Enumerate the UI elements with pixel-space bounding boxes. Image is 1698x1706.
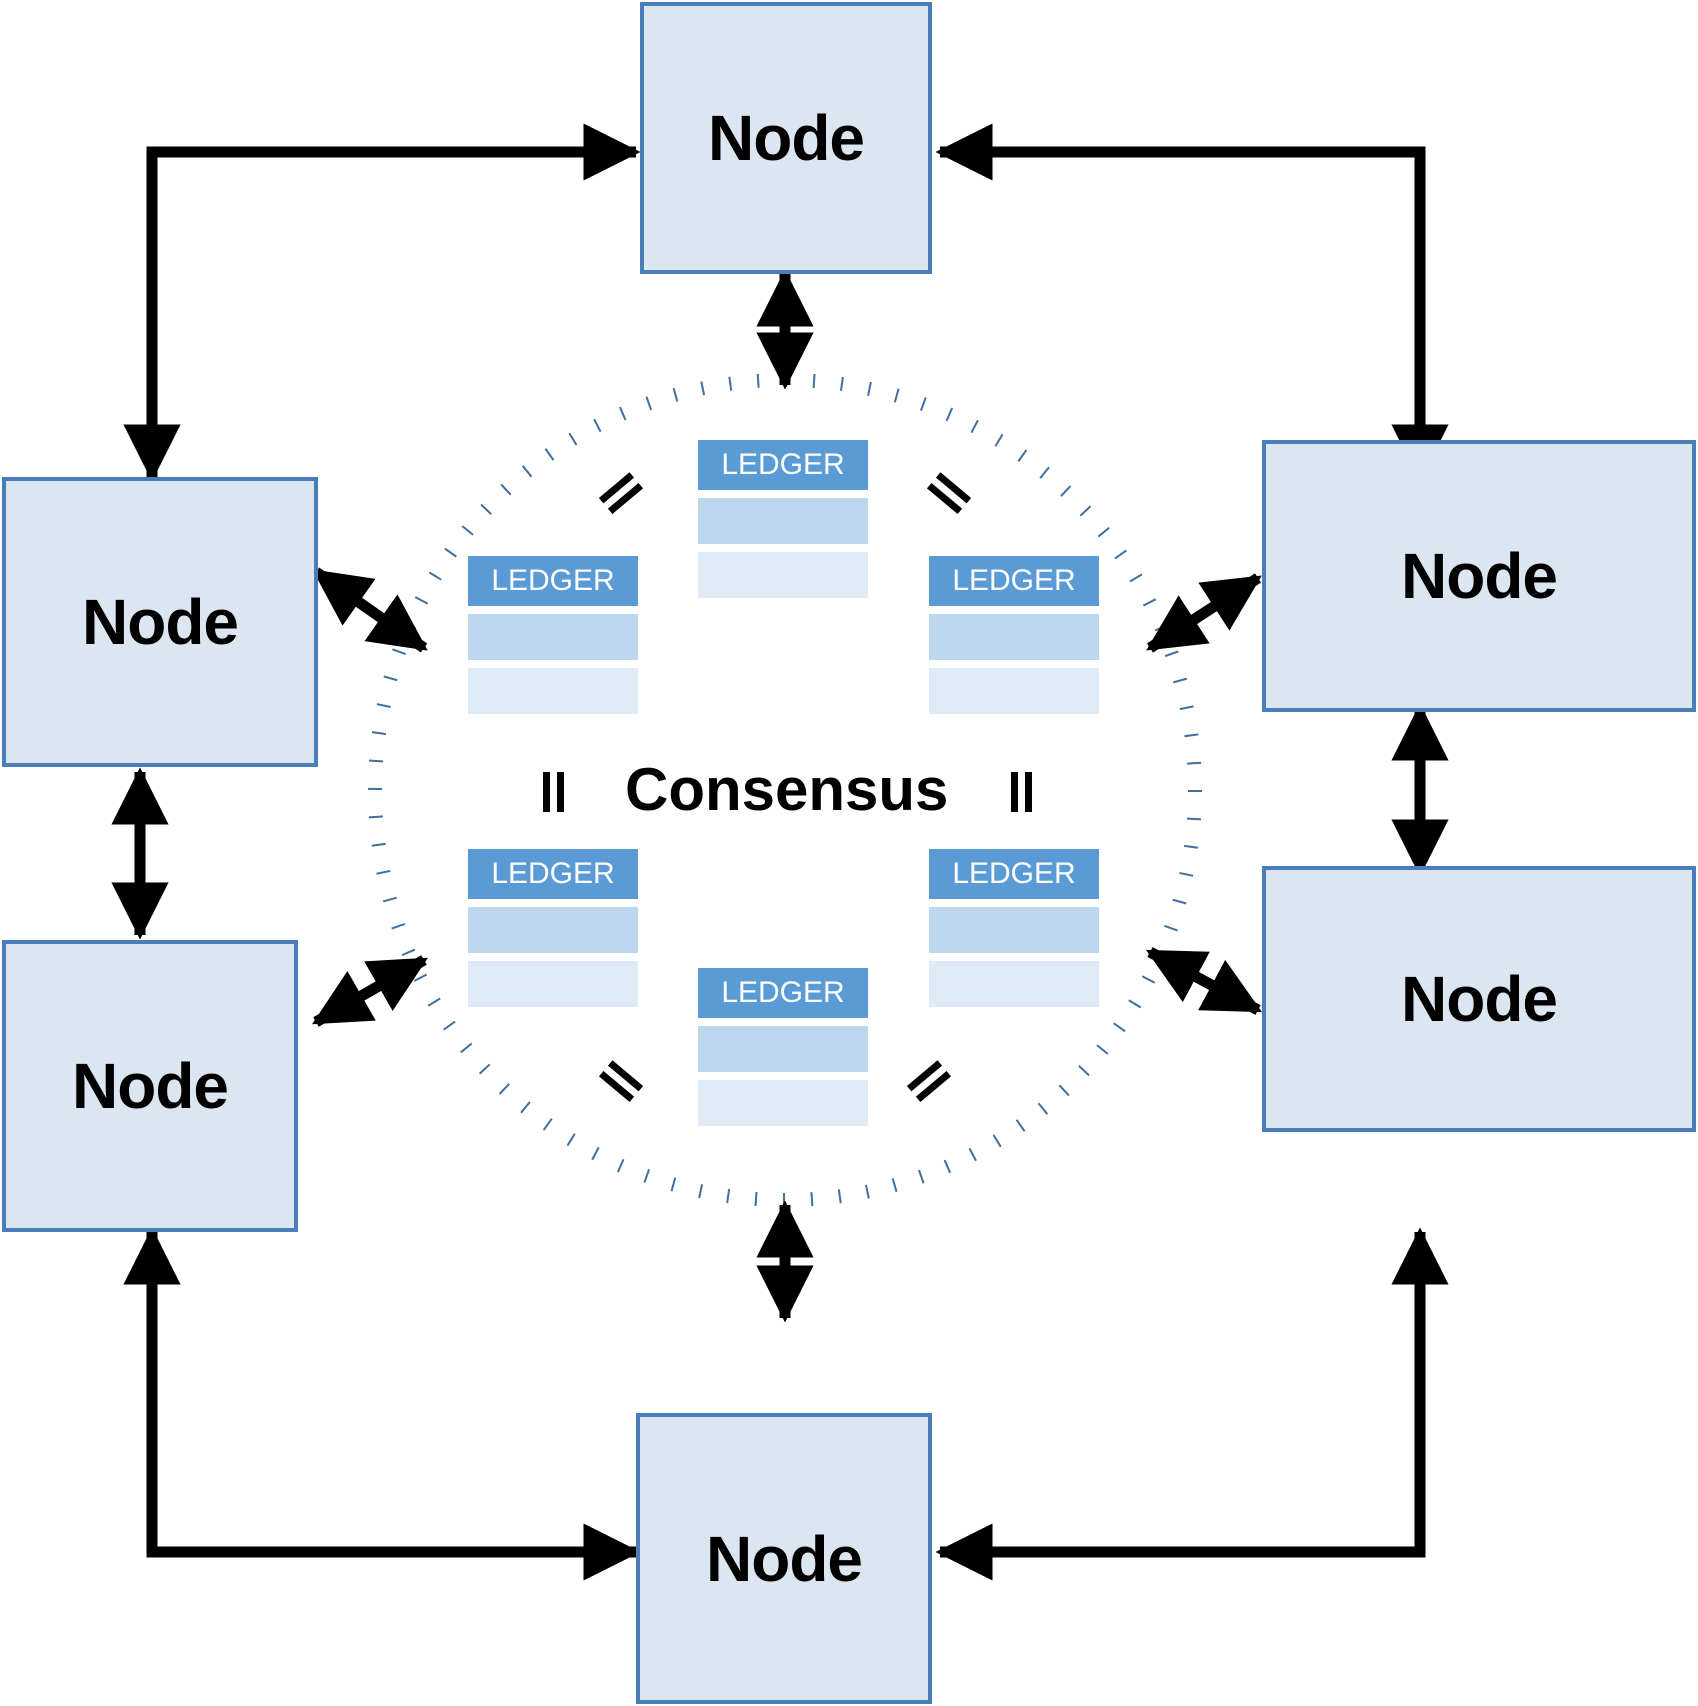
ledger-top[interactable]: LEDGER [698,440,868,598]
ledger-lower-right-row-2 [929,961,1099,1007]
node-left-upper[interactable]: Node [2,477,318,767]
ledger-lower-right-row-1 [929,907,1099,953]
ledger-top-row-2 [698,552,868,598]
ledger-lower-left-header: LEDGER [468,849,638,899]
node-right-upper[interactable]: Node [1262,440,1696,712]
ledger-lower-right[interactable]: LEDGER [929,849,1099,1007]
ledger-upper-left-row-2 [468,668,638,714]
ledger-bottom[interactable]: LEDGER [698,968,868,1126]
eq-mid-left-icon [532,772,572,812]
ledger-upper-right-header: LEDGER [929,556,1099,606]
conn-topleft-elbow [123,123,641,482]
ledger-upper-right-row-1 [929,614,1099,660]
eq-lower-right-icon [900,1052,956,1108]
conn-left-lower-diag [312,955,428,1027]
eq-upper-left-icon [592,464,648,520]
node-bottom[interactable]: Node [636,1413,932,1704]
ledger-bottom-row-1 [698,1026,868,1072]
conn-topright-elbow [935,123,1449,482]
node-left-lower-label: Node [72,1050,229,1122]
ledger-lower-left-row-2 [468,961,638,1007]
ledger-upper-left[interactable]: LEDGER [468,556,638,714]
node-right-lower-label: Node [1401,963,1558,1035]
ledger-upper-left-row-1 [468,614,638,660]
consensus-label: Consensus [625,756,949,823]
conn-right-lower-diag [1145,947,1263,1015]
eq-upper-right-icon [922,464,978,520]
ledger-bottom-row-2 [698,1080,868,1126]
ledger-top-header: LEDGER [698,440,868,490]
conn-bottomright-elbow [935,1227,1449,1581]
eq-mid-right-icon [1000,772,1040,812]
node-right-upper-label: Node [1401,540,1558,612]
node-bottom-label: Node [706,1522,863,1595]
ledger-top-row-1 [698,498,868,544]
conn-right-upper-diag [1146,573,1262,653]
node-right-lower[interactable]: Node [1262,866,1696,1132]
conn-bottomleft-elbow [123,1227,641,1581]
ledger-upper-right[interactable]: LEDGER [929,556,1099,714]
node-top-label: Node [708,102,865,174]
ledger-lower-left[interactable]: LEDGER [468,849,638,1007]
node-left-upper-label: Node [82,586,239,658]
node-top[interactable]: Node [640,2,932,274]
conn-left-upper-diag [312,567,428,653]
ledger-bottom-header: LEDGER [698,968,868,1018]
ledger-upper-left-header: LEDGER [468,556,638,606]
ledger-upper-right-row-2 [929,668,1099,714]
ledger-lower-right-header: LEDGER [929,849,1099,899]
ledger-lower-left-row-1 [468,907,638,953]
node-left-lower[interactable]: Node [2,940,298,1232]
eq-lower-left-icon [594,1052,650,1108]
